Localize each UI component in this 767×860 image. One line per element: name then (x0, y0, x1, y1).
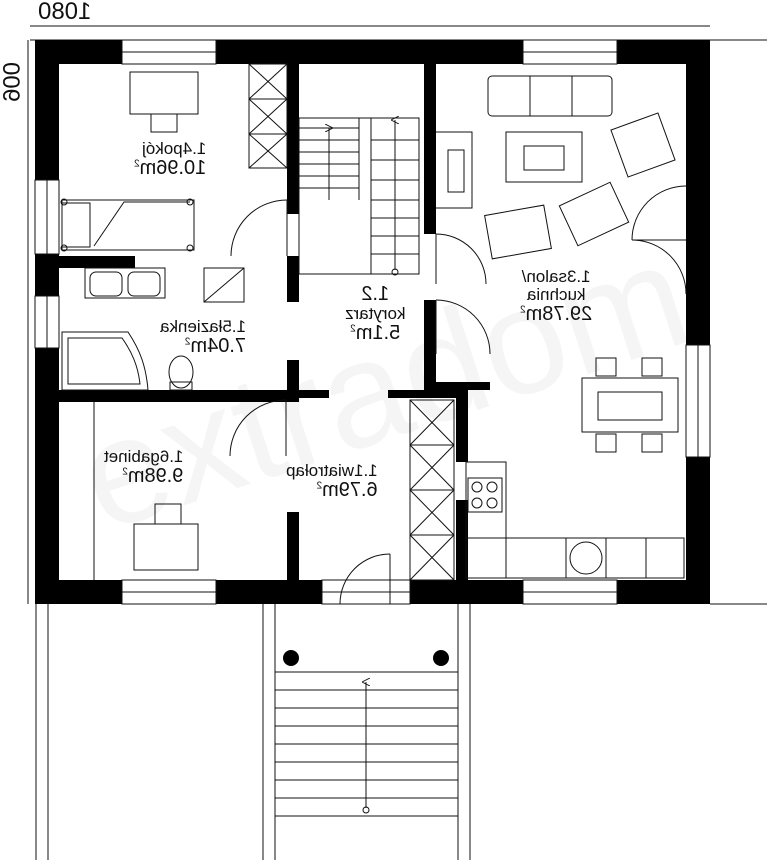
room-label-1-2: 1.2 korytarz 5.1m2 (345, 283, 406, 344)
porch-columns (283, 650, 449, 666)
staircase (298, 118, 420, 276)
kitchen-counter (465, 461, 685, 579)
depth-dimension-label: 900 (0, 61, 25, 103)
bathroom-fixtures (61, 267, 245, 391)
office-furniture (133, 503, 199, 571)
room-label-1-6: 1.6gabinet 9.98m2 (104, 447, 184, 487)
width-dimension-label: 1080 (38, 0, 92, 25)
living-furniture (436, 75, 676, 260)
windows (34, 39, 711, 605)
dining-furniture (581, 357, 679, 453)
room-label-1-4: 1.4pokój 10.96m2 (134, 139, 207, 179)
room-label-1-1: 1.1wiatrołap 6.79m2 (286, 461, 378, 501)
entrance-terrace (35, 604, 471, 860)
room-label-1-5: 1.5łazienka 7.04m2 (160, 317, 247, 357)
bedroom-furniture (60, 71, 199, 252)
room-label-1-3: 1.3salon/ kuchnia 29.78m2 (520, 267, 593, 325)
doors (229, 185, 687, 605)
interior-walls (59, 64, 490, 580)
wardrobes (93, 63, 455, 581)
